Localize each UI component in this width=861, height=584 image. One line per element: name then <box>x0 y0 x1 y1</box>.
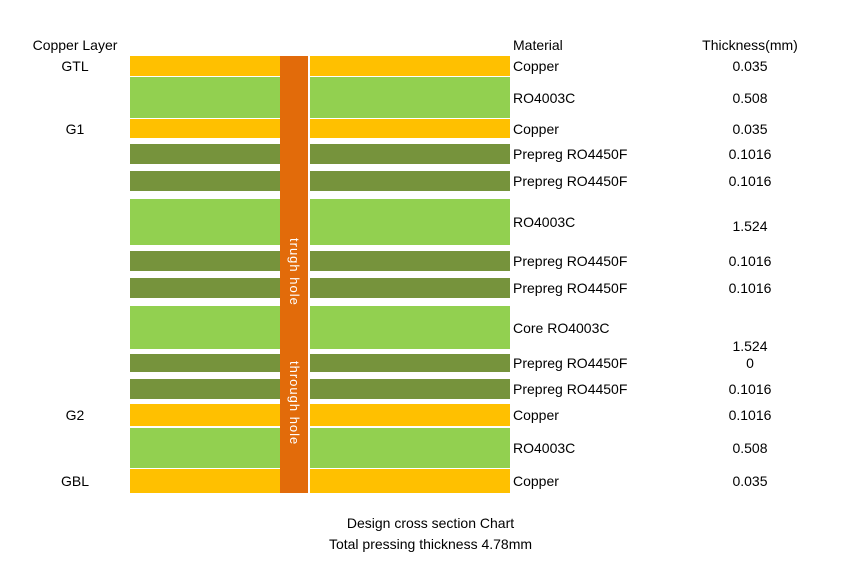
thickness-value: 0.508 <box>732 440 768 456</box>
through-hole-bar: trugh hole through hole <box>280 56 310 493</box>
material-label: Copper <box>513 121 559 137</box>
thickness-value: 0.1016 <box>728 407 772 423</box>
thickness-value: 0.035 <box>732 58 768 74</box>
column-header-copper-layer: Copper Layer <box>32 37 118 53</box>
layer-bar-prepreg <box>130 354 510 372</box>
layer-name-label: G1 <box>65 121 85 137</box>
thickness-value: 1.524 <box>732 338 768 354</box>
layer-bar-prepreg <box>130 144 510 164</box>
thickness-value: 0.035 <box>732 473 768 489</box>
layer-bar-copper <box>130 469 510 493</box>
layer-bar-core <box>130 306 510 349</box>
material-label: Prepreg RO4450F <box>513 173 628 189</box>
total-thickness-caption: Total pressing thickness 4.78mm <box>328 536 533 552</box>
thickness-value: 0 <box>746 355 754 371</box>
material-label: RO4003C <box>513 90 576 106</box>
through-hole-label-top: trugh hole <box>287 238 302 306</box>
layer-name-label: GBL <box>60 473 89 489</box>
layer-bar-core <box>130 77 510 118</box>
layer-name-label: GTL <box>61 58 89 74</box>
layer-bar-copper <box>130 404 510 426</box>
thickness-value: 0.1016 <box>728 173 772 189</box>
thickness-value: 0.1016 <box>728 280 772 296</box>
material-label: Prepreg RO4450F <box>513 146 628 162</box>
thickness-value: 0.1016 <box>728 253 772 269</box>
material-label: Prepreg RO4450F <box>513 355 628 371</box>
layer-bar-prepreg <box>130 379 510 399</box>
thickness-value: 1.524 <box>732 218 768 234</box>
thickness-value: 0.1016 <box>728 146 772 162</box>
material-label: Copper <box>513 473 559 489</box>
layer-bar-prepreg <box>130 171 510 191</box>
material-label: RO4003C <box>513 440 576 456</box>
material-label: Core RO4003C <box>513 320 610 336</box>
layer-bar-prepreg <box>130 251 510 271</box>
material-label: Prepreg RO4450F <box>513 280 628 296</box>
layer-bar-copper <box>130 119 510 138</box>
chart-title: Design cross section Chart <box>346 515 515 531</box>
material-label: RO4003C <box>513 214 576 230</box>
layer-bar-core <box>130 199 510 245</box>
material-label: Copper <box>513 407 559 423</box>
material-label: Prepreg RO4450F <box>513 253 628 269</box>
thickness-value: 0.508 <box>732 90 768 106</box>
layer-bar-prepreg <box>130 278 510 298</box>
material-label: Prepreg RO4450F <box>513 381 628 397</box>
through-hole-label-bottom: through hole <box>287 361 302 446</box>
thickness-value: 0.035 <box>732 121 768 137</box>
column-header-thickness: Thickness(mm) <box>702 37 798 53</box>
layer-name-label: G2 <box>65 407 85 423</box>
layer-bar-core <box>130 428 510 468</box>
thickness-value: 0.1016 <box>728 381 772 397</box>
layer-bar-copper <box>130 56 510 76</box>
material-label: Copper <box>513 58 559 74</box>
column-header-material: Material <box>513 37 563 53</box>
